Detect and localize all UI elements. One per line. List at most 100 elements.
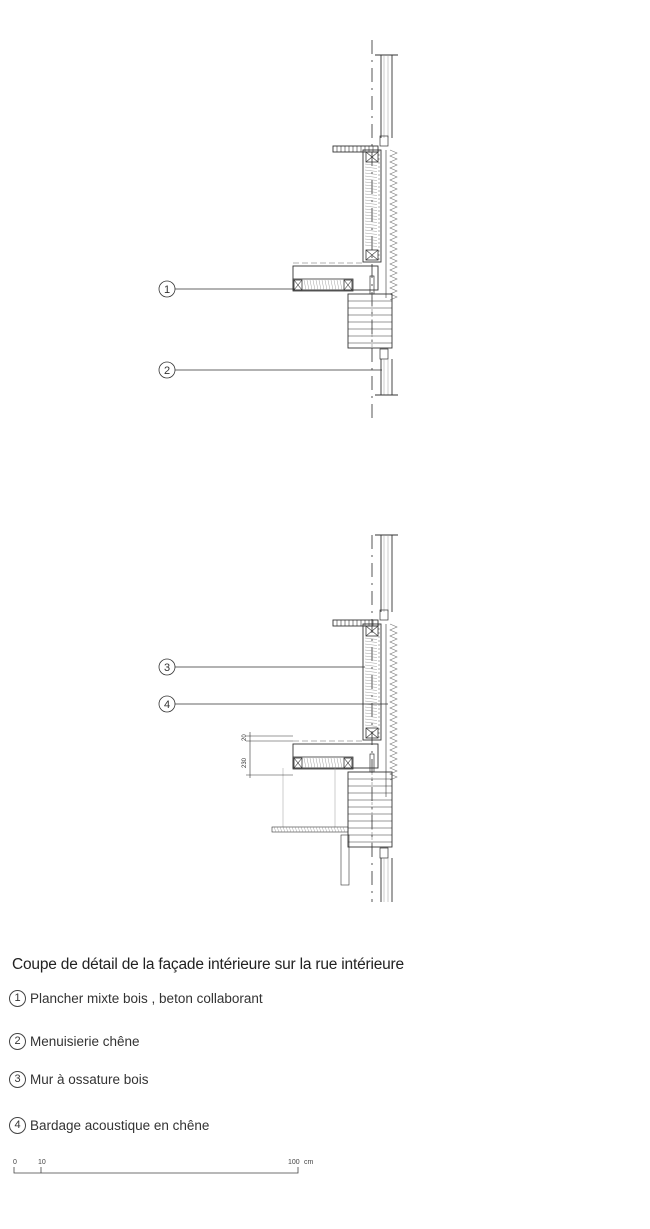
line xyxy=(333,826,337,833)
timber-block xyxy=(293,757,303,769)
insulation-hatch xyxy=(303,757,307,769)
glulam-beam xyxy=(347,293,393,349)
insulation-hatch xyxy=(364,193,378,196)
callout-number: 3 xyxy=(9,1071,26,1088)
timber-block xyxy=(365,249,379,261)
insulation-hatch xyxy=(364,676,378,679)
callout-2: 2 xyxy=(158,361,382,379)
window-frame xyxy=(379,348,389,360)
insulation-hatch xyxy=(364,694,378,697)
insulation-hatch xyxy=(364,691,378,694)
line xyxy=(285,826,289,833)
insulation-hatch xyxy=(364,166,378,169)
insulation-hatch xyxy=(364,214,378,217)
legend-item-4: 4 Bardage acoustique en chêne xyxy=(9,1117,209,1134)
wall-outline xyxy=(362,623,382,741)
callout-number: 2 xyxy=(164,365,170,377)
cladding-profile xyxy=(389,149,398,301)
callout-number: 1 xyxy=(9,990,26,1007)
scale-tick-100: 100 xyxy=(288,1159,300,1166)
line xyxy=(365,625,379,637)
insulation-hatch xyxy=(364,685,378,688)
beam-outline xyxy=(347,293,393,349)
line xyxy=(365,151,379,163)
timber-block xyxy=(343,757,353,769)
dimension-20: 20 xyxy=(242,734,248,741)
insulation-hatch xyxy=(364,181,378,184)
line xyxy=(343,757,353,769)
legend-text: Plancher mixte bois , beton collaborant xyxy=(30,991,263,1006)
insulation-hatch xyxy=(364,718,378,721)
callout-number: 4 xyxy=(9,1117,26,1134)
line xyxy=(339,826,343,833)
line xyxy=(365,727,379,739)
insulation-hatch xyxy=(364,241,378,244)
window-frame xyxy=(379,609,389,621)
detail-upper-floor xyxy=(292,40,398,420)
insulation-hatch xyxy=(330,757,334,769)
line xyxy=(315,826,319,833)
line xyxy=(279,826,283,833)
acoustic-cladding xyxy=(385,623,398,797)
insulation-hatch xyxy=(364,652,378,655)
dimension-230: 230 xyxy=(242,757,248,768)
insulation-hatch xyxy=(309,279,313,291)
concrete-slab xyxy=(292,743,379,769)
insulation-hatch xyxy=(364,217,378,220)
insulation-hatch xyxy=(364,229,378,232)
insulation-hatch xyxy=(364,724,378,727)
insulation-hatch xyxy=(364,208,378,211)
insulation-hatch xyxy=(364,178,378,181)
legend-text: Mur à ossature bois xyxy=(30,1072,149,1087)
detail-lower-floor: 20 230 xyxy=(242,534,398,902)
callout-number: 2 xyxy=(9,1033,26,1050)
insulation-hatch xyxy=(364,244,378,247)
line xyxy=(343,279,353,291)
legend-item-2: 2 Menuisierie chêne xyxy=(9,1033,140,1050)
insulation-hatch xyxy=(315,757,319,769)
acoustic-cladding xyxy=(385,149,398,301)
insulation-hatch xyxy=(364,175,378,178)
insulation-hatch xyxy=(303,279,307,291)
line xyxy=(293,279,303,291)
glulam-beam xyxy=(347,771,393,848)
callout-4: 4 xyxy=(158,695,388,713)
insulation-hatch xyxy=(364,664,378,667)
insulation-hatch xyxy=(336,757,340,769)
insulation-hatch xyxy=(364,655,378,658)
line xyxy=(342,826,346,833)
insulation-hatch xyxy=(306,279,310,291)
insulation-hatch xyxy=(364,205,378,208)
composite-floor xyxy=(292,740,379,773)
insulation-hatch xyxy=(364,169,378,172)
insulation-hatch xyxy=(318,279,322,291)
callout-number: 1 xyxy=(164,284,170,296)
insulation-hatch xyxy=(336,279,340,291)
insulation-hatch xyxy=(364,721,378,724)
line xyxy=(312,826,316,833)
insulation-hatch xyxy=(364,679,378,682)
legend-item-3: 3 Mur à ossature bois xyxy=(9,1071,149,1088)
insulation-hatch xyxy=(364,223,378,226)
line xyxy=(309,826,313,833)
line xyxy=(294,826,298,833)
line xyxy=(282,826,286,833)
line xyxy=(321,826,325,833)
scale-tick-10: 10 xyxy=(38,1159,46,1166)
beam-outline xyxy=(347,771,393,848)
drawing-title: Coupe de détail de la façade intérieure … xyxy=(12,956,404,973)
insulation-hatch xyxy=(333,757,337,769)
insulation-hatch xyxy=(324,279,328,291)
insulation-hatch xyxy=(364,190,378,193)
shelf-board xyxy=(332,619,379,627)
line xyxy=(288,826,292,833)
insulation-hatch xyxy=(309,757,313,769)
insulation-hatch xyxy=(364,184,378,187)
line xyxy=(330,826,334,833)
timber-joist xyxy=(292,756,354,770)
insulation-hatch xyxy=(364,187,378,190)
insulation-hatch xyxy=(364,643,378,646)
timber-block xyxy=(365,727,379,739)
insulation-hatch xyxy=(364,709,378,712)
